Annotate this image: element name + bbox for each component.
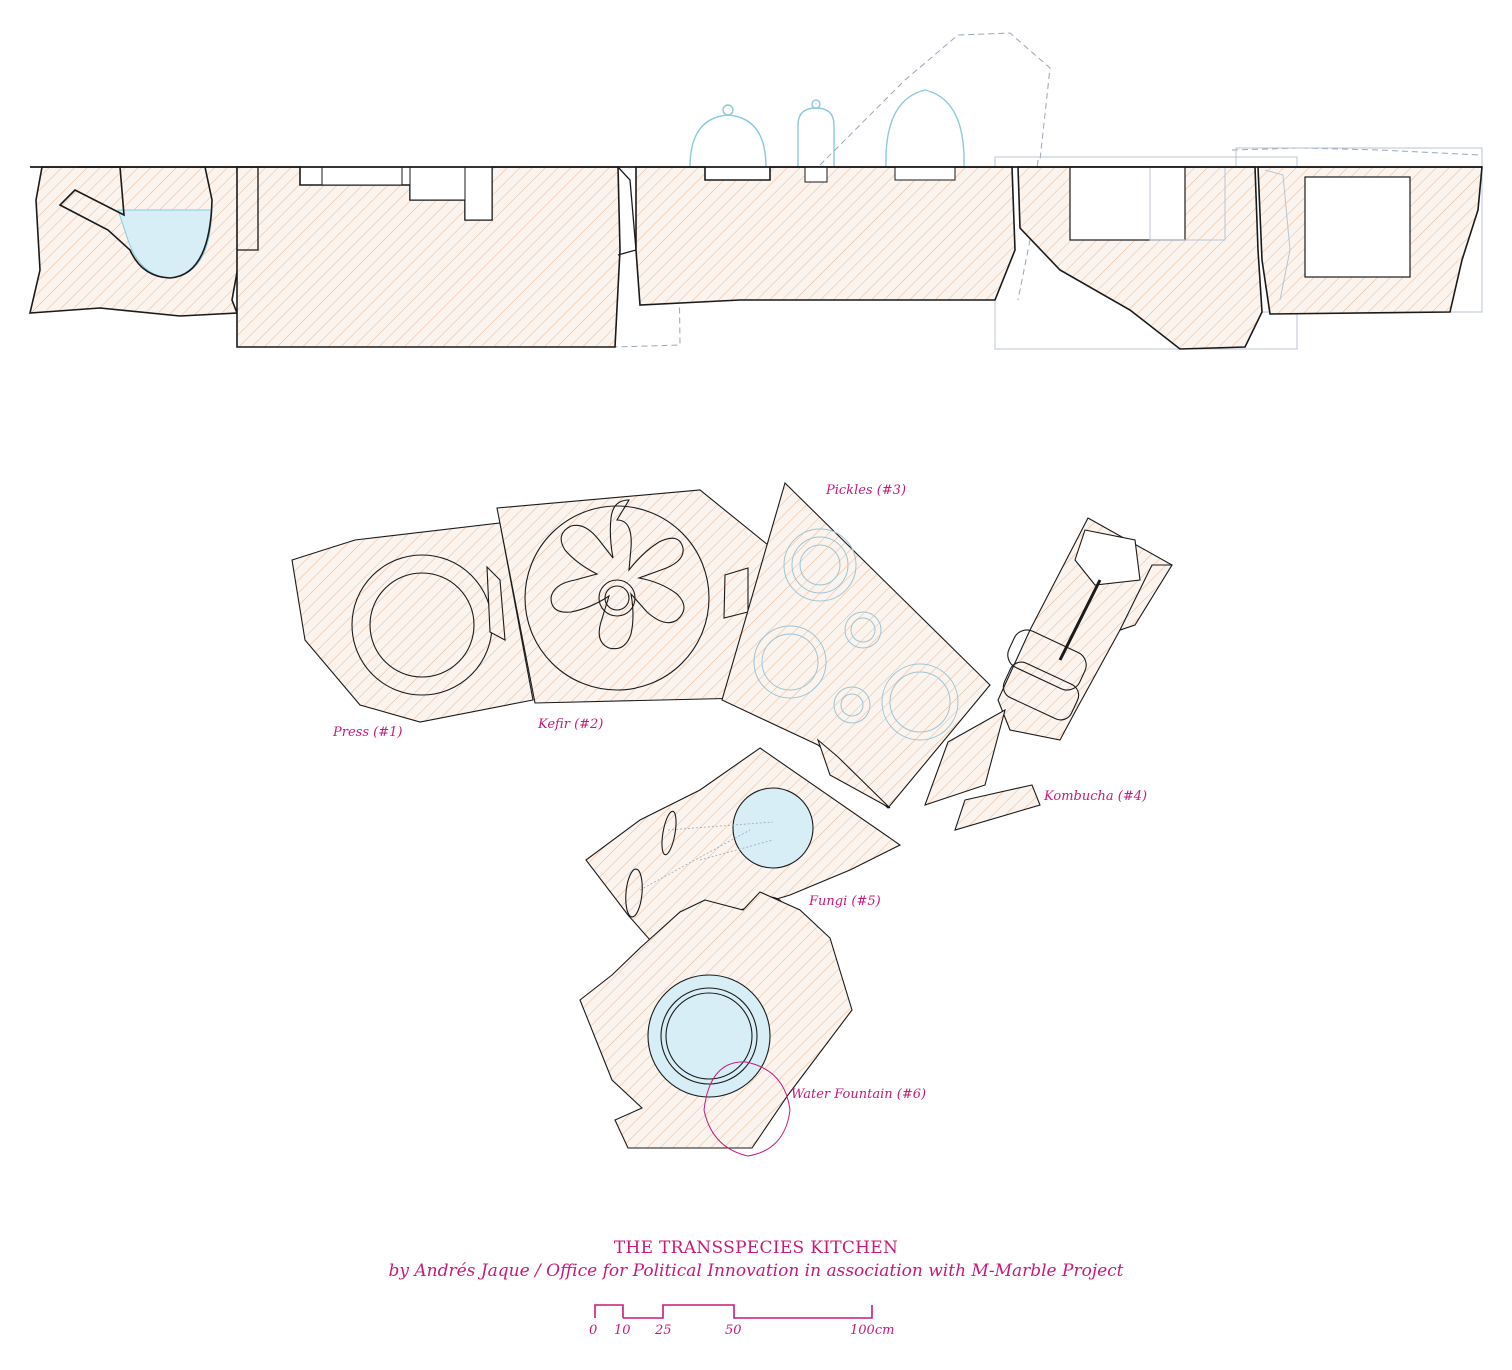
piece-press [291,522,534,723]
plan-view [291,481,1173,1157]
vessel-outlines [689,89,965,168]
section-block-3 [635,166,1016,306]
kefir-vessel [524,505,710,691]
label-kefir: Kefir (#2) [537,717,603,732]
fungi-vessel [732,787,814,869]
kombucha-chamber-2 [1002,661,1080,721]
block-5-cavity [1304,176,1411,278]
block-4-cavity [1069,166,1186,241]
drawing-credit: by Andrés Jaque / Office for Political I… [388,1261,1124,1281]
basin-cut [58,166,213,279]
fountain-ring-1 [660,987,758,1085]
kombucha-wedge-b [954,784,1041,831]
press-wedge [486,565,506,641]
scale-tick-0: 0 [589,1323,597,1338]
label-fungi: Fungi (#5) [808,894,881,909]
kombucha-chamber-1 [1007,629,1087,691]
label-pickles: Pickles (#3) [825,483,906,498]
scale-tick-50: 50 [725,1323,742,1338]
scale-tick-25: 25 [654,1323,672,1338]
block-5-ghost-edge [1264,169,1291,301]
label-water-fountain: Water Fountain (#6) [791,1087,926,1102]
section-elevation [28,32,1483,350]
scale-bar: 0 10 25 50 100cm [589,1304,894,1338]
kombucha-wedge-a [924,708,1006,806]
fountain-reach-arc [703,1061,791,1157]
block-2-fittings [321,166,493,221]
kefir-wedge [723,567,749,619]
fungi-cap-2 [625,868,643,918]
fountain-ring-2 [665,992,753,1080]
scale-tick-10: 10 [614,1323,631,1338]
label-press: Press (#1) [332,725,402,740]
kefir-flower [550,499,685,650]
kefir-center-outer [598,579,636,617]
kefir-center-inner [604,585,630,611]
drawing-title: THE TRANSSPECIES KITCHEN [613,1238,899,1258]
fungi-cap-1 [661,810,677,856]
plan-labels: Press (#1) Kefir (#2) Pickles (#3) Kombu… [332,483,1147,1102]
kombucha-tank [1074,529,1141,586]
scale-tick-100cm: 100cm [850,1323,894,1338]
fungi-hyphae [639,821,774,891]
scale-bar-line [594,1304,873,1319]
kombucha-wedge-c [1118,564,1173,631]
block-3-notches [804,166,956,183]
pickles-wedge [816,738,891,809]
pickles-jars [753,528,959,741]
block-2-right-edge [617,166,637,256]
press-ring-inner [369,572,475,678]
label-kombucha: Kombucha (#4) [1043,789,1147,804]
